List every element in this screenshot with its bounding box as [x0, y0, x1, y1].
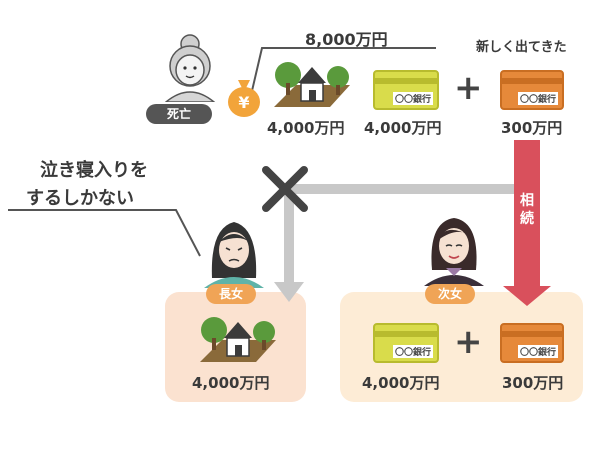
second-new-bank-card-icon: 〇〇銀行 — [500, 323, 564, 363]
eldest-house-value: 4,000万円 — [192, 374, 270, 392]
plus-icon-bottom: + — [454, 322, 483, 362]
svg-text:¥: ¥ — [238, 93, 249, 112]
grandmother-avatar-icon — [164, 34, 216, 102]
speech-line-2: するしかない — [26, 188, 134, 209]
plus-icon: + — [454, 68, 483, 108]
new-account-value: 300万円 — [501, 119, 563, 137]
bank-card-text: 〇〇銀行 — [392, 92, 433, 105]
bank-account-value: 4,000万円 — [364, 119, 442, 137]
cross-mark-icon — [262, 166, 308, 212]
eldest-daughter-avatar-icon — [204, 222, 264, 288]
second-bank-card-icon: 〇〇銀行 — [373, 323, 439, 363]
eldest-daughter-label: 長女 — [206, 284, 256, 304]
inheritance-label: 相続 — [520, 193, 534, 227]
money-bag-icon: ¥ — [228, 80, 260, 117]
second-daughter-avatar-icon — [424, 218, 484, 286]
deceased-label: 死亡 — [146, 104, 212, 124]
second-daughter-label: 次女 — [425, 284, 475, 304]
new-bank-card-icon: 〇〇銀行 — [500, 70, 564, 110]
speech-line-1: 泣き寝入りを — [40, 160, 148, 181]
house-icon — [274, 62, 350, 107]
second-bank-card-text: 〇〇銀行 — [392, 345, 433, 358]
total-amount: 8,000万円 — [305, 30, 388, 49]
bank-card-icon: 〇〇銀行 — [373, 70, 439, 110]
second-bank-account-value: 4,000万円 — [362, 374, 440, 392]
new-bank-card-text: 〇〇銀行 — [517, 92, 558, 105]
eldest-house-icon — [200, 317, 276, 362]
house-value: 4,000万円 — [267, 119, 345, 137]
second-new-bank-card-text: 〇〇銀行 — [517, 345, 558, 358]
second-new-account-value: 300万円 — [502, 374, 564, 392]
new-account-caption: 新しく出てきた — [476, 40, 567, 55]
